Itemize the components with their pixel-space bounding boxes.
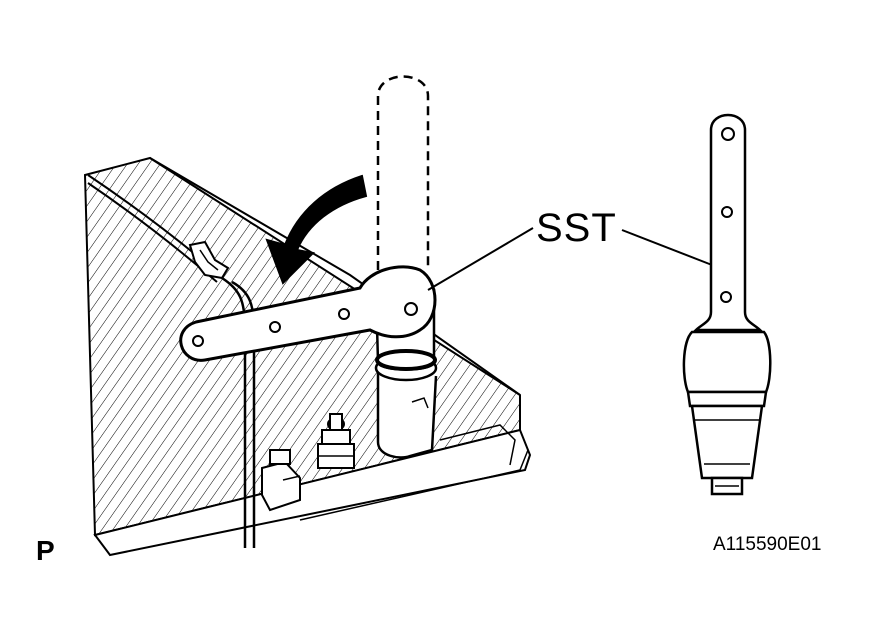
wrench-tool-icon (682, 113, 772, 496)
tool-handle (179, 265, 437, 362)
leader-line-standalone (621, 229, 713, 266)
hose-clamp-fitting (261, 449, 301, 512)
wire-harness (87, 174, 230, 283)
figure-code: A115590E01 (713, 534, 822, 555)
tool-ghost-position (376, 75, 430, 270)
view-letter: P (36, 535, 55, 566)
curved-arrow-icon (265, 174, 368, 285)
leader-line-installed (427, 227, 534, 291)
drain-fitting (317, 413, 355, 469)
callout-label-sst: SST (536, 206, 617, 250)
radiator-filler-neck (374, 354, 438, 459)
